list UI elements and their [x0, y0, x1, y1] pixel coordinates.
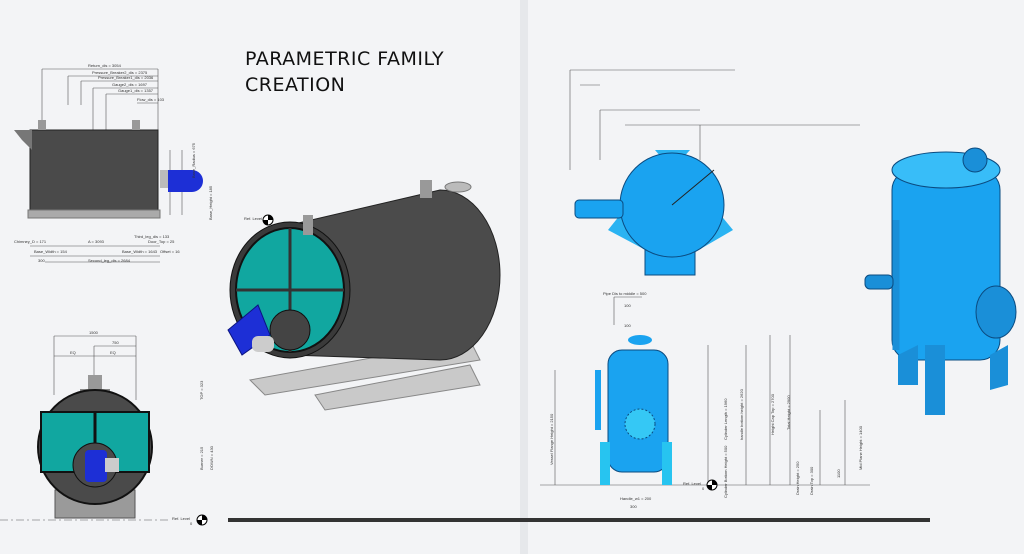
dim-base-height: Base_Height = 185: [208, 185, 213, 220]
burner: [168, 170, 203, 192]
dim-mid-plane: Mid Plane Height = 1400: [858, 425, 863, 470]
dim-a: A = 3093: [88, 239, 105, 244]
dim-handle-bottom: handle bottom height = 2620: [739, 388, 744, 440]
dim-pipe-dis: Pipe Dis to middle = 500: [603, 291, 647, 296]
boiler-3d-view: [227, 180, 501, 411]
dim-chimney: Chimney_D = 171: [14, 239, 47, 244]
dim-1500: 1500: [89, 330, 99, 335]
vessel-plan-view: [569, 69, 860, 276]
dim-handle-w1: Handle_w1 = 200: [620, 496, 652, 501]
boiler-front-view: 1500 750 EQ EQ TOP = 323 Burner = 215 DO…: [0, 330, 214, 526]
ref-level-label-front: Ref. Level: [172, 516, 190, 521]
ref-level-label-vessel: Ref. Level: [683, 481, 701, 486]
dim-base-width2: Base_Width = 1643: [122, 249, 158, 254]
ref-level-value-front: 0: [190, 521, 193, 526]
dim-flow: Flow_dis = 103: [137, 97, 165, 102]
chimney: [14, 130, 32, 150]
dim-burner: Burner = 215: [199, 446, 204, 470]
dim-100b: 100: [624, 323, 631, 328]
dim-second-leg: Second_leg_dis = 2684: [88, 258, 131, 263]
dim-base-radius: Base_Radius = 675: [191, 142, 196, 178]
dim-eq2: EQ: [110, 350, 116, 355]
ref-level-value-vessel: 0: [702, 486, 705, 491]
dim-door-top: Door_Top = 25: [148, 239, 175, 244]
dim-base-width1: Base_Width = 154: [34, 249, 68, 254]
vessel-3d-view: [864, 147, 1017, 415]
title-line1: PARAMETRIC FAMILY: [245, 48, 444, 70]
dim-pressure-breaker1: Pressure_Breaker1_dis = 2036: [98, 75, 154, 80]
dim-down: DOWN = 430: [209, 445, 214, 470]
dim-total-height: Total Height = 2900: [786, 395, 791, 430]
dim-gauge1: Gauge1_dis = 1357: [118, 88, 154, 93]
dim-third-leg: Third_leg_dis = 133: [134, 234, 170, 239]
dim-offset: Offset = 16: [160, 249, 180, 254]
dim-750: 750: [112, 340, 119, 345]
dim-1100: 1100: [836, 469, 841, 478]
dim-top: TOP = 323: [199, 380, 204, 400]
ref-level-marker-icon: [262, 214, 274, 226]
page-fold: [520, 0, 528, 554]
ref-level-marker-icon: [706, 479, 718, 491]
dim-drain-height: Drain Height = 250: [795, 461, 800, 495]
dim-return: Return_dis = 3054: [88, 63, 122, 68]
dim-300: 300: [38, 258, 45, 263]
dim-height-cap-top: Height Cap Top = 2700: [770, 393, 775, 435]
boiler-side-view: Return_dis = 3054 Pressure_Breaker2_dis …: [14, 63, 274, 263]
dim-vessel-flange: Vessel Flange Height = 2150: [549, 413, 554, 465]
dim-drain-top: Drain Top = 300: [809, 466, 814, 495]
ref-level-marker-icon: [196, 514, 208, 526]
vessel-elevation-view: Pipe Dis to middle = 500 100 100 Vessel …: [540, 291, 870, 509]
dim-300-vessel: 300: [630, 504, 637, 509]
boiler-shell: [29, 129, 159, 211]
dim-pressure-breaker2: Pressure_Breaker2_dis = 2375: [92, 70, 148, 75]
title-line2: CREATION: [245, 74, 345, 96]
ref-level-label: Ref. Level: [244, 216, 262, 221]
dim-cylinder-length: Cylinder Length = 1960: [723, 398, 728, 440]
dim-cylinder-bottom: Cylinder Bottom Height = 500: [723, 445, 728, 498]
dim-gauge2: Gauge2_dis = 1697: [112, 82, 148, 87]
dim-100a: 100: [624, 303, 631, 308]
boiler-base: [27, 209, 161, 219]
dim-eq1: EQ: [70, 350, 76, 355]
